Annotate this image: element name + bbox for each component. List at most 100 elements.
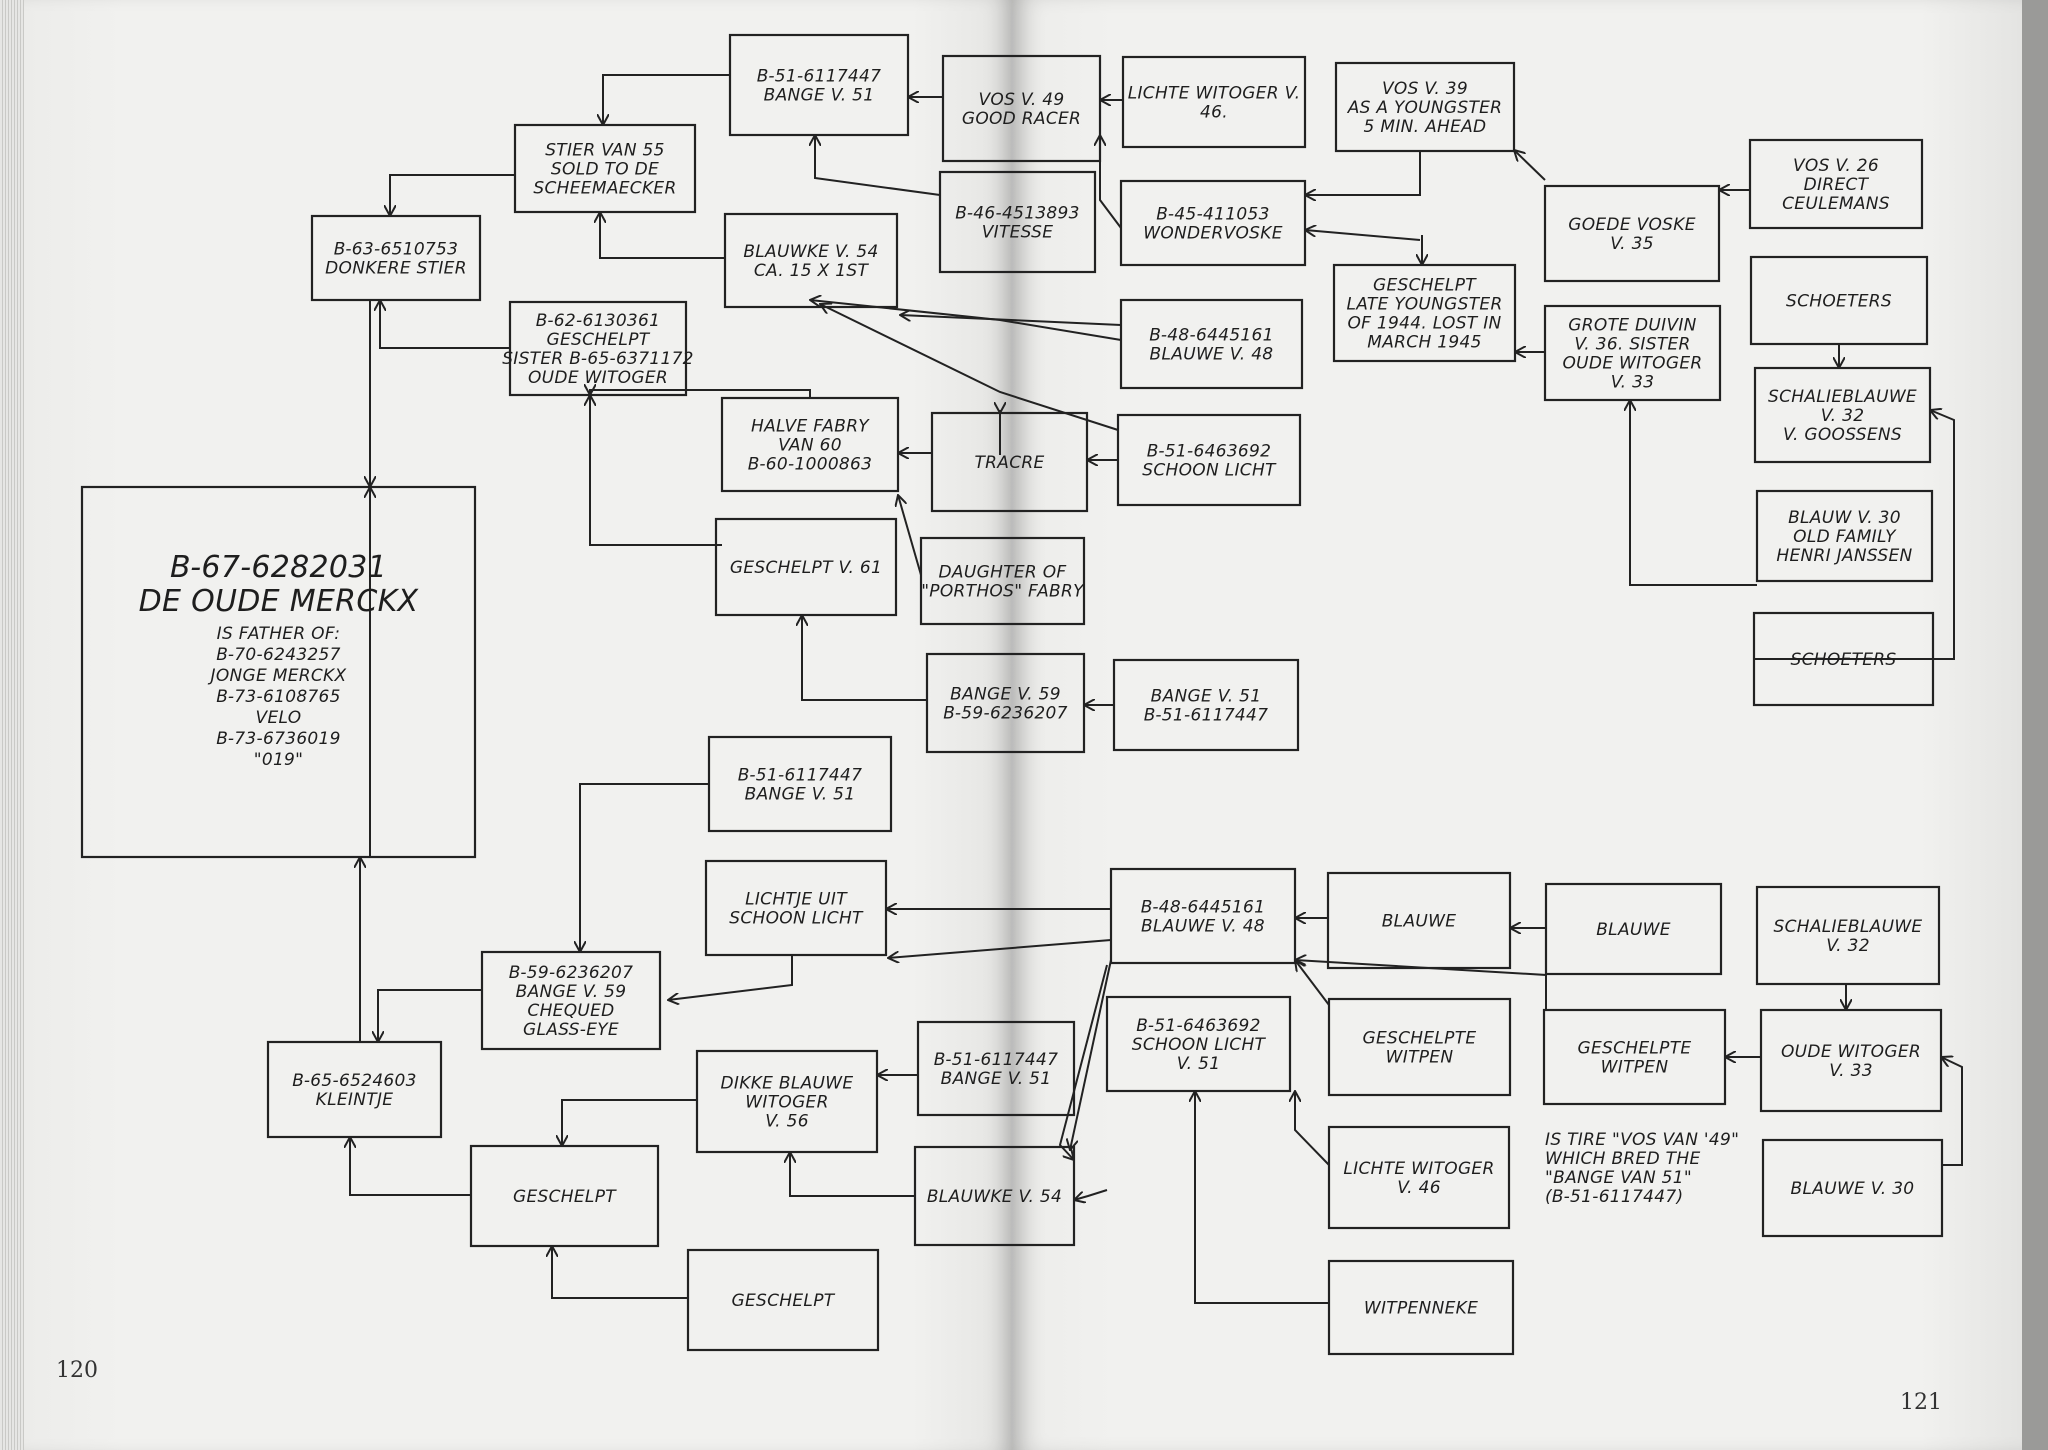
connector-arrow (590, 395, 722, 546)
pedigree-node: GESCHELPT V. 61 (714, 517, 898, 617)
connector-arrow (1941, 1057, 1963, 1166)
left-page (22, 0, 1012, 1450)
pedigree-node: BLAUWE (1544, 882, 1723, 976)
connector-arrow (603, 74, 730, 125)
pedigree-node: BLAUWE (1326, 871, 1512, 970)
pedigree-node: SCHOETERS (1749, 255, 1929, 346)
book-page-edges (0, 0, 24, 1450)
connector-arrow (1070, 959, 1112, 1150)
svg-text:GESCHELPT V. 61: GESCHELPT V. 61 (730, 558, 882, 578)
pedigree-node: BLAUWKE V. 54 (913, 1145, 1076, 1247)
connector-arrow (380, 300, 510, 349)
connector-arrow (1514, 150, 1546, 181)
svg-text:GESCHELPT: GESCHELPT (513, 1187, 617, 1207)
connector-arrow (820, 304, 1119, 431)
pedigree-connectors (350, 74, 1963, 1304)
svg-text:BANGE V. 59B-59-6236207: BANGE V. 59B-59-6236207 (943, 685, 1068, 724)
pedigree-node: GESCHELPT (686, 1248, 880, 1352)
connector-arrow (600, 212, 725, 259)
connector-arrow (1074, 1189, 1108, 1200)
connector-arrow (562, 1099, 697, 1146)
pedigree-node: LICHTE WITOGER V.46. (1121, 55, 1307, 149)
tire-note: IS TIRE "VOS VAN '49"WHICH BRED THE"BANG… (1545, 1130, 1739, 1207)
pedigree-node: SCHOETERS (1752, 611, 1935, 707)
connector-arrow (590, 390, 811, 398)
page-number-right: 121 (1900, 1390, 1942, 1415)
connector-arrow (1058, 964, 1108, 1160)
connector-arrow (1754, 410, 1955, 660)
connector-arrow (1100, 135, 1122, 229)
connector-arrow (350, 1137, 471, 1196)
connector-arrow (1295, 1091, 1330, 1166)
connector-arrow (815, 135, 941, 196)
connector-arrow (552, 1246, 688, 1299)
connector-arrow (802, 615, 927, 701)
svg-text:SCHOETERS: SCHOETERS (1786, 292, 1892, 312)
connector-arrow (580, 783, 709, 952)
connector-arrow (1305, 230, 1421, 241)
page-number-left: 120 (56, 1358, 98, 1383)
pedigree-node: TRACRE (930, 411, 1089, 513)
svg-text:IS TIRE "VOS VAN '49"WHICH BRE: IS TIRE "VOS VAN '49"WHICH BRED THE"BANG… (1545, 1130, 1739, 1207)
connector-arrow (900, 315, 1122, 326)
connector-arrow (1630, 400, 1757, 586)
svg-text:BLAUWE: BLAUWE (1382, 912, 1457, 932)
svg-text:GESCHELPT: GESCHELPT (732, 1291, 836, 1311)
connector-arrow (390, 174, 515, 216)
connector-arrow (378, 989, 482, 1042)
svg-text:BLAUWKE V. 54: BLAUWKE V. 54 (927, 1187, 1062, 1207)
svg-text:BANGE V. 51B-51-6117447: BANGE V. 51B-51-6117447 (1144, 687, 1269, 726)
connector-arrow (1195, 1091, 1329, 1304)
connector-arrow (1295, 960, 1330, 1006)
svg-text:SCHOETERS: SCHOETERS (1791, 650, 1897, 670)
